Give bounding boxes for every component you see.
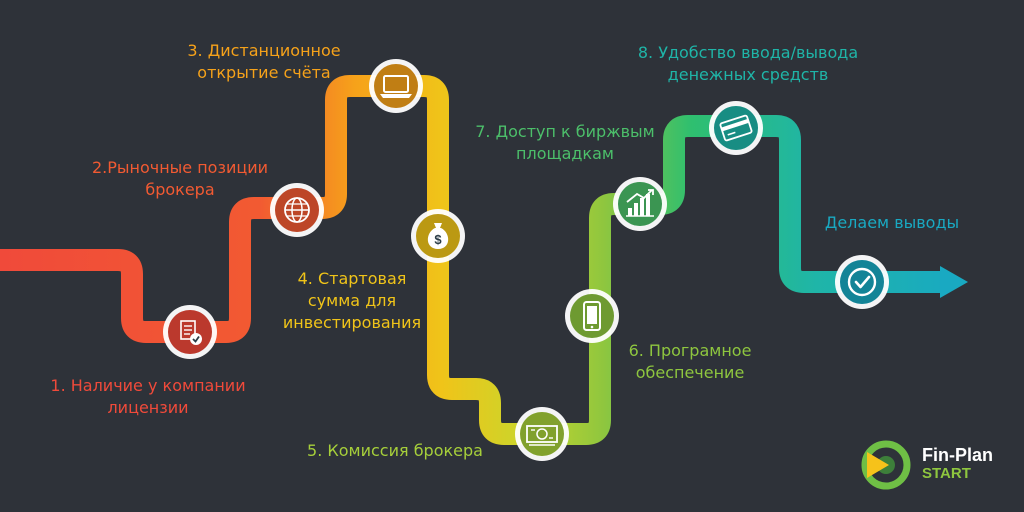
- step-4-line1: 4. Стартовая: [297, 269, 407, 288]
- step-7-line1: 7. Доступ к биржвым: [475, 122, 655, 141]
- step-3-node: [369, 59, 423, 113]
- growth-chart-icon: [626, 189, 654, 217]
- step-6-line1: 6. Програмное: [628, 341, 752, 360]
- step-7-label: 7. Доступ к биржвым площадкам: [455, 121, 675, 165]
- step-4-label: 4. Стартовая сумма для инвестирования: [262, 268, 442, 334]
- step-2-line2: брокера: [145, 180, 215, 199]
- step-3-line2: открытие счёта: [197, 63, 331, 82]
- credit-card-icon: [719, 114, 753, 142]
- document-check-icon: [180, 320, 202, 345]
- svg-text:$: $: [434, 232, 442, 247]
- laptop-icon: [380, 75, 412, 98]
- step-2-line1: 2.Рыночные позиции: [91, 158, 269, 177]
- step-2-node: [270, 183, 324, 237]
- step-5-line1: 5. Комиссия брокера: [307, 441, 483, 460]
- globe-icon: [284, 197, 310, 223]
- step-7-line2: площадкам: [516, 144, 614, 163]
- step-3-label: 3. Дистанционное открытие счёта: [150, 40, 378, 84]
- conclusion-label: Делаем выводы: [808, 212, 976, 234]
- step-5-node: [515, 407, 569, 461]
- step-8-label: 8. Удобство ввода/вывода денежных средст…: [612, 42, 884, 86]
- step-8-node: [709, 101, 763, 155]
- money-bag-icon: $: [427, 223, 449, 249]
- step-6-node: [565, 289, 619, 343]
- banknote-icon: [526, 425, 558, 446]
- step-6-line2: обеспечение: [635, 363, 745, 382]
- step-8-line2: денежных средств: [667, 65, 829, 84]
- conclusion-node: [835, 255, 889, 309]
- logo-tagline: START: [922, 465, 971, 482]
- conclusion-line1: Делаем выводы: [824, 213, 960, 232]
- step-1-line2: лицензии: [107, 398, 189, 417]
- smartphone-icon: [583, 301, 601, 331]
- step-4-line3: инвестирования: [282, 313, 422, 332]
- logo-name: Fin-Plan: [922, 445, 993, 465]
- step-2-label: 2.Рыночные позиции брокера: [70, 157, 290, 201]
- step-1-node: [163, 305, 217, 359]
- step-1-line1: 1. Наличие у компании: [50, 376, 246, 395]
- step-4-node: $: [411, 209, 465, 263]
- step-7-node: [613, 177, 667, 231]
- road-path: [0, 75, 945, 445]
- fin-plan-logo-mark: [861, 440, 911, 490]
- step-6-label: 6. Програмное обеспечение: [610, 340, 770, 384]
- step-4-line2: сумма для: [307, 291, 397, 310]
- checkmark-icon: [847, 267, 877, 297]
- step-5-label: 5. Комиссия брокера: [288, 440, 502, 462]
- step-8-line1: 8. Удобство ввода/вывода: [637, 43, 859, 62]
- step-1-label: 1. Наличие у компании лицензии: [38, 375, 258, 419]
- arrow-head: [940, 266, 968, 298]
- step-3-line1: 3. Дистанционное: [187, 41, 341, 60]
